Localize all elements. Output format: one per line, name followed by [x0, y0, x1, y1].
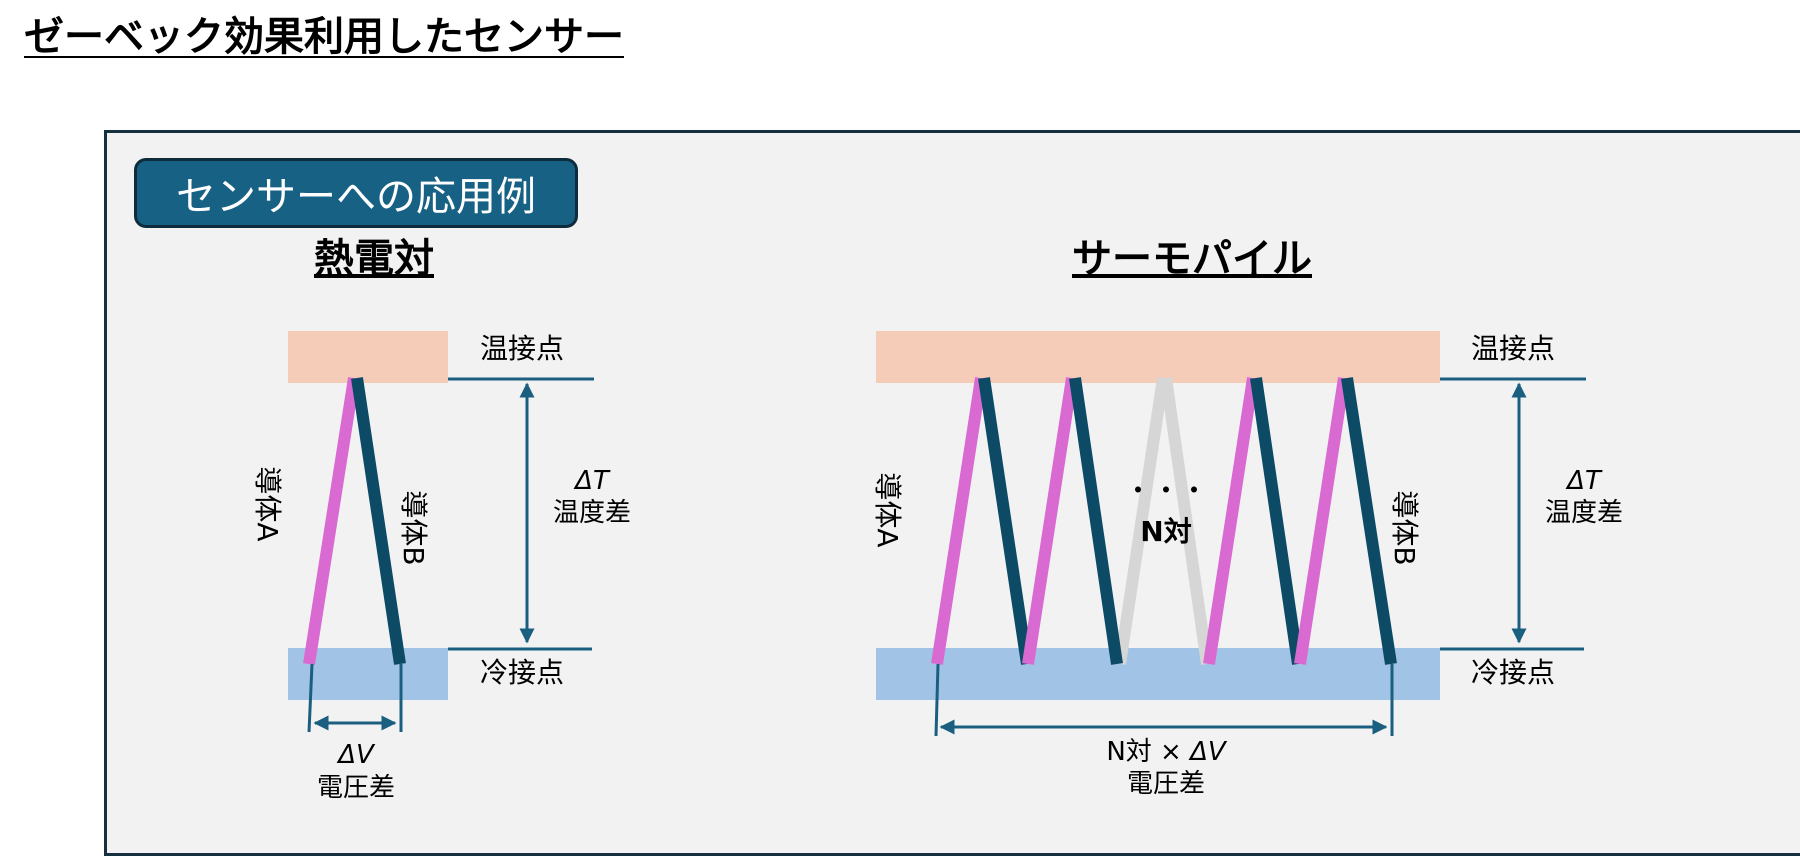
tc-hot-junction-label: 温接点 — [480, 332, 564, 365]
tc-conductor-a — [303, 377, 360, 665]
tc-voltage-diff: 電圧差 — [317, 773, 395, 803]
tp-cold-junction-plate — [876, 648, 1440, 700]
tp-conductor-b-3 — [1250, 377, 1304, 665]
tp-conductor-b-2 — [1069, 377, 1123, 665]
tc-hot-junction-plate — [288, 331, 448, 383]
thermopile-heading: サーモパイル — [1072, 236, 1312, 282]
tp-ghost-conductor-b — [1160, 377, 1213, 665]
tp-temp-diff: 温度差 — [1545, 498, 1623, 528]
tc-cold-junction-label: 冷接点 — [480, 656, 564, 689]
tp-ghost-conductor-a — [1114, 377, 1169, 665]
tc-voltage-lead-a — [307, 663, 314, 733]
tp-delta-t: ΔT — [1565, 466, 1603, 496]
tp-conductor-a-2 — [1022, 377, 1078, 665]
thermocouple: 熱電対 温接点 冷接点 ΔT 温度差 導体A 導体B ΔV 電圧差 — [251, 236, 631, 803]
tp-conductor-a-3 — [1203, 377, 1259, 665]
tp-conductor-a-label: 導体A — [871, 472, 904, 547]
tp-conductor-b-label: 導体B — [1388, 490, 1421, 565]
tp-ellipsis: ・・・ — [1124, 474, 1208, 507]
page-title: ゼーベック効果利用したセンサー — [24, 14, 624, 60]
tp-hot-junction-label: 温接点 — [1471, 332, 1555, 365]
tp-voltage-lead-a — [934, 663, 940, 737]
tp-cold-junction-label: 冷接点 — [1471, 656, 1555, 689]
tp-conductor-a-1 — [931, 377, 987, 665]
tp-voltage-formula: N対 × ΔV — [1106, 737, 1228, 767]
tc-delta-v: ΔV — [336, 740, 376, 770]
tp-delta-v: ΔV — [1188, 737, 1228, 767]
thermopile: サーモパイル ・・・ N対 温接点 冷接点 ΔT 温度差 導体A 導体B N対 … — [871, 236, 1623, 799]
section-badge: センサーへの応用例 — [134, 158, 578, 228]
tp-conductor-a-4 — [1294, 377, 1350, 665]
tp-voltage-diff: 電圧差 — [1127, 769, 1205, 799]
tc-conductor-a-label: 導体A — [251, 466, 284, 541]
tp-n-pairs: N対 — [1140, 515, 1191, 548]
tp-hot-junction-plate — [876, 331, 1440, 383]
tp-conductor-b-4 — [1341, 377, 1397, 665]
tc-conductor-b — [351, 377, 406, 665]
tp-n-pairs-prefix: N対 × — [1106, 737, 1190, 767]
tc-conductor-b-label: 導体B — [397, 490, 430, 565]
tc-delta-t: ΔT — [573, 466, 611, 496]
tc-temp-diff: 温度差 — [553, 498, 631, 528]
tp-conductor-b-1 — [978, 377, 1033, 665]
thermocouple-heading: 熱電対 — [314, 236, 434, 282]
